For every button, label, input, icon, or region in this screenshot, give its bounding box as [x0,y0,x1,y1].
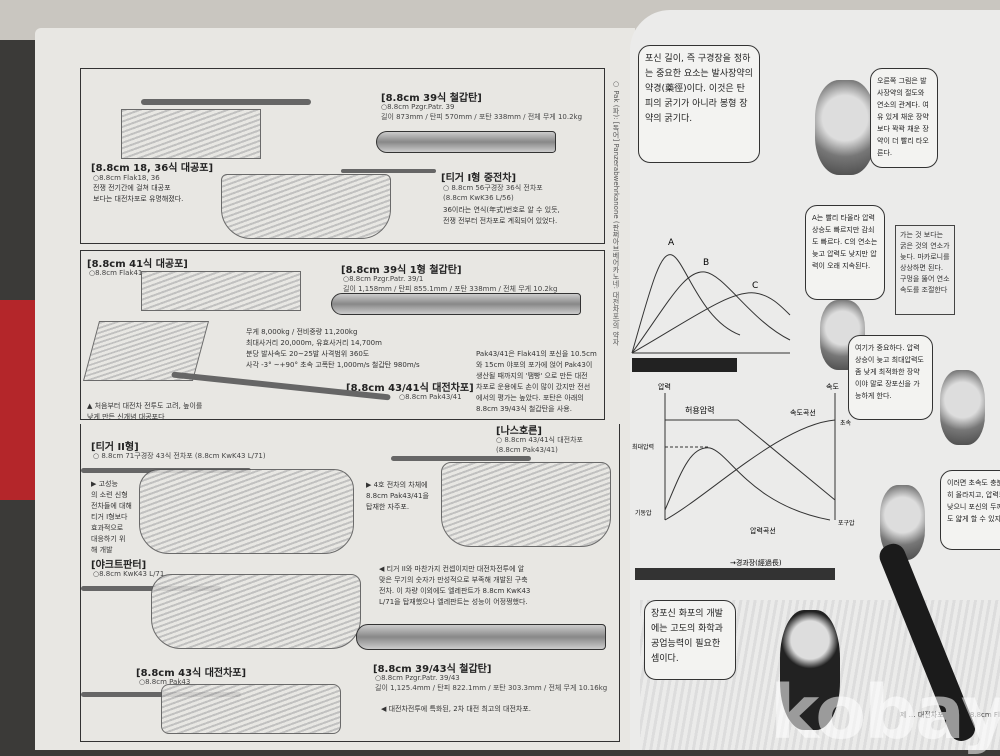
shell-39-title: [8.8cm 39식 철갑탄] [381,93,482,104]
flak18-title: [8.8cm 18, 36식 대공포] [91,163,214,174]
shell-3943-spec: 길이 1,125.4mm / 탄피 822.1mm / 포탄 303.3mm /… [375,684,608,692]
allowed-pressure-label: 허용압력 [685,405,714,415]
pak43-illustration [161,684,341,734]
speech-bubble-muzzle-velocity: 이러면 초속도 충분히 올라지고, 압력도 낮으니 포신의 두께도 얇게 할 수… [940,470,1000,550]
tiger2-subtitle: ○ 8.8cm 71구경장 43식 전차포 (8.8cm KwK43 L/71) [93,452,266,460]
shell-3943-illustration [356,624,606,650]
shell-391-illustration [331,293,581,315]
jagdpanther-subtitle: ○8.8cm KwK43 L/71 [93,570,165,578]
tank-commander-illustration [780,610,840,730]
pressure-curve-label: 압력곡선 [750,526,776,535]
muzzle-pressure-label: 포구압 [838,519,855,527]
flak41-deployed-illustration [82,321,210,381]
speech-bubble-chemistry: 장포신 화포의 개발에는 고도의 화학과 공업능력이 필요한 셈이다. [644,600,736,680]
jagdpanther-title: [야크트판터] [91,560,147,571]
burn-curves-diagram: A B C [631,238,791,372]
tiger1-title: [티거 I형 중전차] [441,173,517,184]
y2-axis-label: 속도 [826,383,839,391]
watermark-logo: kobay [770,670,1000,756]
curve-c [631,292,791,354]
muzzle-velocity-label: 초속 [840,419,852,427]
tiger2-title: [티거 II형] [91,442,139,453]
shell-39-illustration [376,131,556,153]
propellant-note-box: 가는 것 보다는 굵은 것의 연소가 늦다. 마카로니를 상상하면 된다. 구멍… [895,225,955,315]
red-book-edge [0,300,36,500]
shell-391-spec: 길이 1,158mm / 탄피 855.1mm / 포탄 338mm / 전체 … [343,285,558,293]
allowed-pressure-line [665,419,836,501]
tiger1-gun [341,169,436,173]
flak41-subtitle: ○8.8cm Flak41 [89,269,143,277]
pak43-note: ◀ 대전차전투에 특화된, 2차 대전 최고의 대전차포. [381,705,531,713]
max-pressure-label: 최대압력 [632,443,654,451]
flak41-transport-illustration [141,271,301,311]
barrel-section-illustration [635,568,835,580]
curve-a [631,254,741,354]
velocity-curve-label: 속도곡선 [790,408,816,417]
panel-flak41-pak4341: [8.8cm 41식 대공포] ○8.8cm Flak41 [8.8cm 39식… [80,250,605,421]
y-axis-label: 압력 [658,383,671,391]
pak43-subtitle: ○8.8cm Pak43 [139,678,191,686]
nashorn-title: [나스호른] [496,426,542,437]
shell-3943-subtitle: ○8.8cm Pzgr.Patr. 39/43 [375,674,460,682]
speech-bubble-optimized-charge: 여기가 중요하다. 압력상승이 늦고 최대압력도 좀 낮게 최적화한 장약이야 … [848,335,933,420]
tiger1-desc: 36이라는 연식(年式)번호로 알 수 있듯,전쟁 전부터 전차포로 계획되어 … [443,206,560,225]
shell-39-subtitle: ○8.8cm Pzgr.Patr. 39 [381,103,455,111]
flak18-illustration [141,99,311,105]
flak18-subtitle: ○8.8cm Flak18, 36 [93,174,160,182]
curve-label-b: B [703,258,709,268]
nashorn-illustration [441,462,611,547]
curve-label-c: C [752,281,758,291]
pak4341-subtitle: ○8.8cm Pak43/41 [399,393,462,401]
shell-39-spec: 길이 873mm / 탄피 570mm / 포탄 338mm / 전체 무게 1… [381,113,583,121]
x-axis-label: →경과장(經過長) [730,558,782,567]
shell-3943-title: [8.8cm 39/43식 철갑탄] [373,664,492,675]
shell-391-title: [8.8cm 39식 1형 철갑탄] [341,265,462,276]
propellant-stick-illustration [632,358,737,372]
soldier-illustration [815,80,875,175]
start-pressure-label: 기동압 [635,509,652,517]
pressure-velocity-diagram: 압력 속도 허용압력 최대압력 기동압 속도곡선 초속 압력곡선 포구압 →경과… [632,383,855,580]
shell-391-subtitle: ○8.8cm Pzgr.Patr. 39/1 [343,275,424,283]
jagdpanther-illustration [151,574,361,649]
speech-bubble-barrel-length: 포신 길이, 즉 구경장을 정하는 중요한 요소는 발사장약의 약경(藥徑)이다… [638,45,760,163]
panel-88-flak-tiger: [8.8cm 39식 철갑탄] ○8.8cm Pzgr.Patr. 39 길이 … [80,68,605,244]
curve-b [631,271,791,354]
curve-label-a: A [668,238,675,248]
flak41-title: [8.8cm 41식 대공포] [87,259,188,270]
soldier-head-hands-illustration [940,370,985,445]
right-page: 포신 길이, 즉 구경장을 정하는 중요한 요소는 발사장약의 약경(藥徑)이다… [630,10,1000,750]
velocity-curve [664,419,836,521]
nashorn-subtitle: ○ 8.8cm 43/41식 대전차포(8.8cm Pak43/41) [496,436,583,454]
tiger2-illustration [139,469,354,554]
pak43-title: [8.8cm 43식 대전차포] [136,668,247,679]
speech-bubble-abc-curves: A는 빨리 타올라 압력상승도 빠르지만 감쇠도 빠르다. C의 연소는 늦고 … [805,205,885,300]
pak4341-title: [8.8cm 43/41식 대전차포] [346,383,474,394]
pressure-curve [664,447,831,521]
panel-tiger2-nashorn-pak43: [티거 II형] ○ 8.8cm 71구경장 43식 전차포 (8.8cm Kw… [80,424,620,742]
tiger1-subtitle: ○ 8.8cm 56구경장 36식 전차포(8.8cm KwK36 L/56) [443,184,543,202]
flak18-carriage-illustration [121,109,261,159]
nashorn-gun [391,456,531,461]
speech-bubble-charge-density: 오른쪽 그림은 발사장약의 절도와 연소의 관계다. 여유 있게 채운 장약보다… [870,68,938,168]
tiger1-illustration [221,174,391,239]
side-footnote: ○ Pak (파): [독어] Panzerabwehrkanone (판쩌아브… [612,80,620,346]
left-page: [8.8cm 39식 철갑탄] ○8.8cm Pzgr.Patr. 39 길이 … [35,28,635,750]
